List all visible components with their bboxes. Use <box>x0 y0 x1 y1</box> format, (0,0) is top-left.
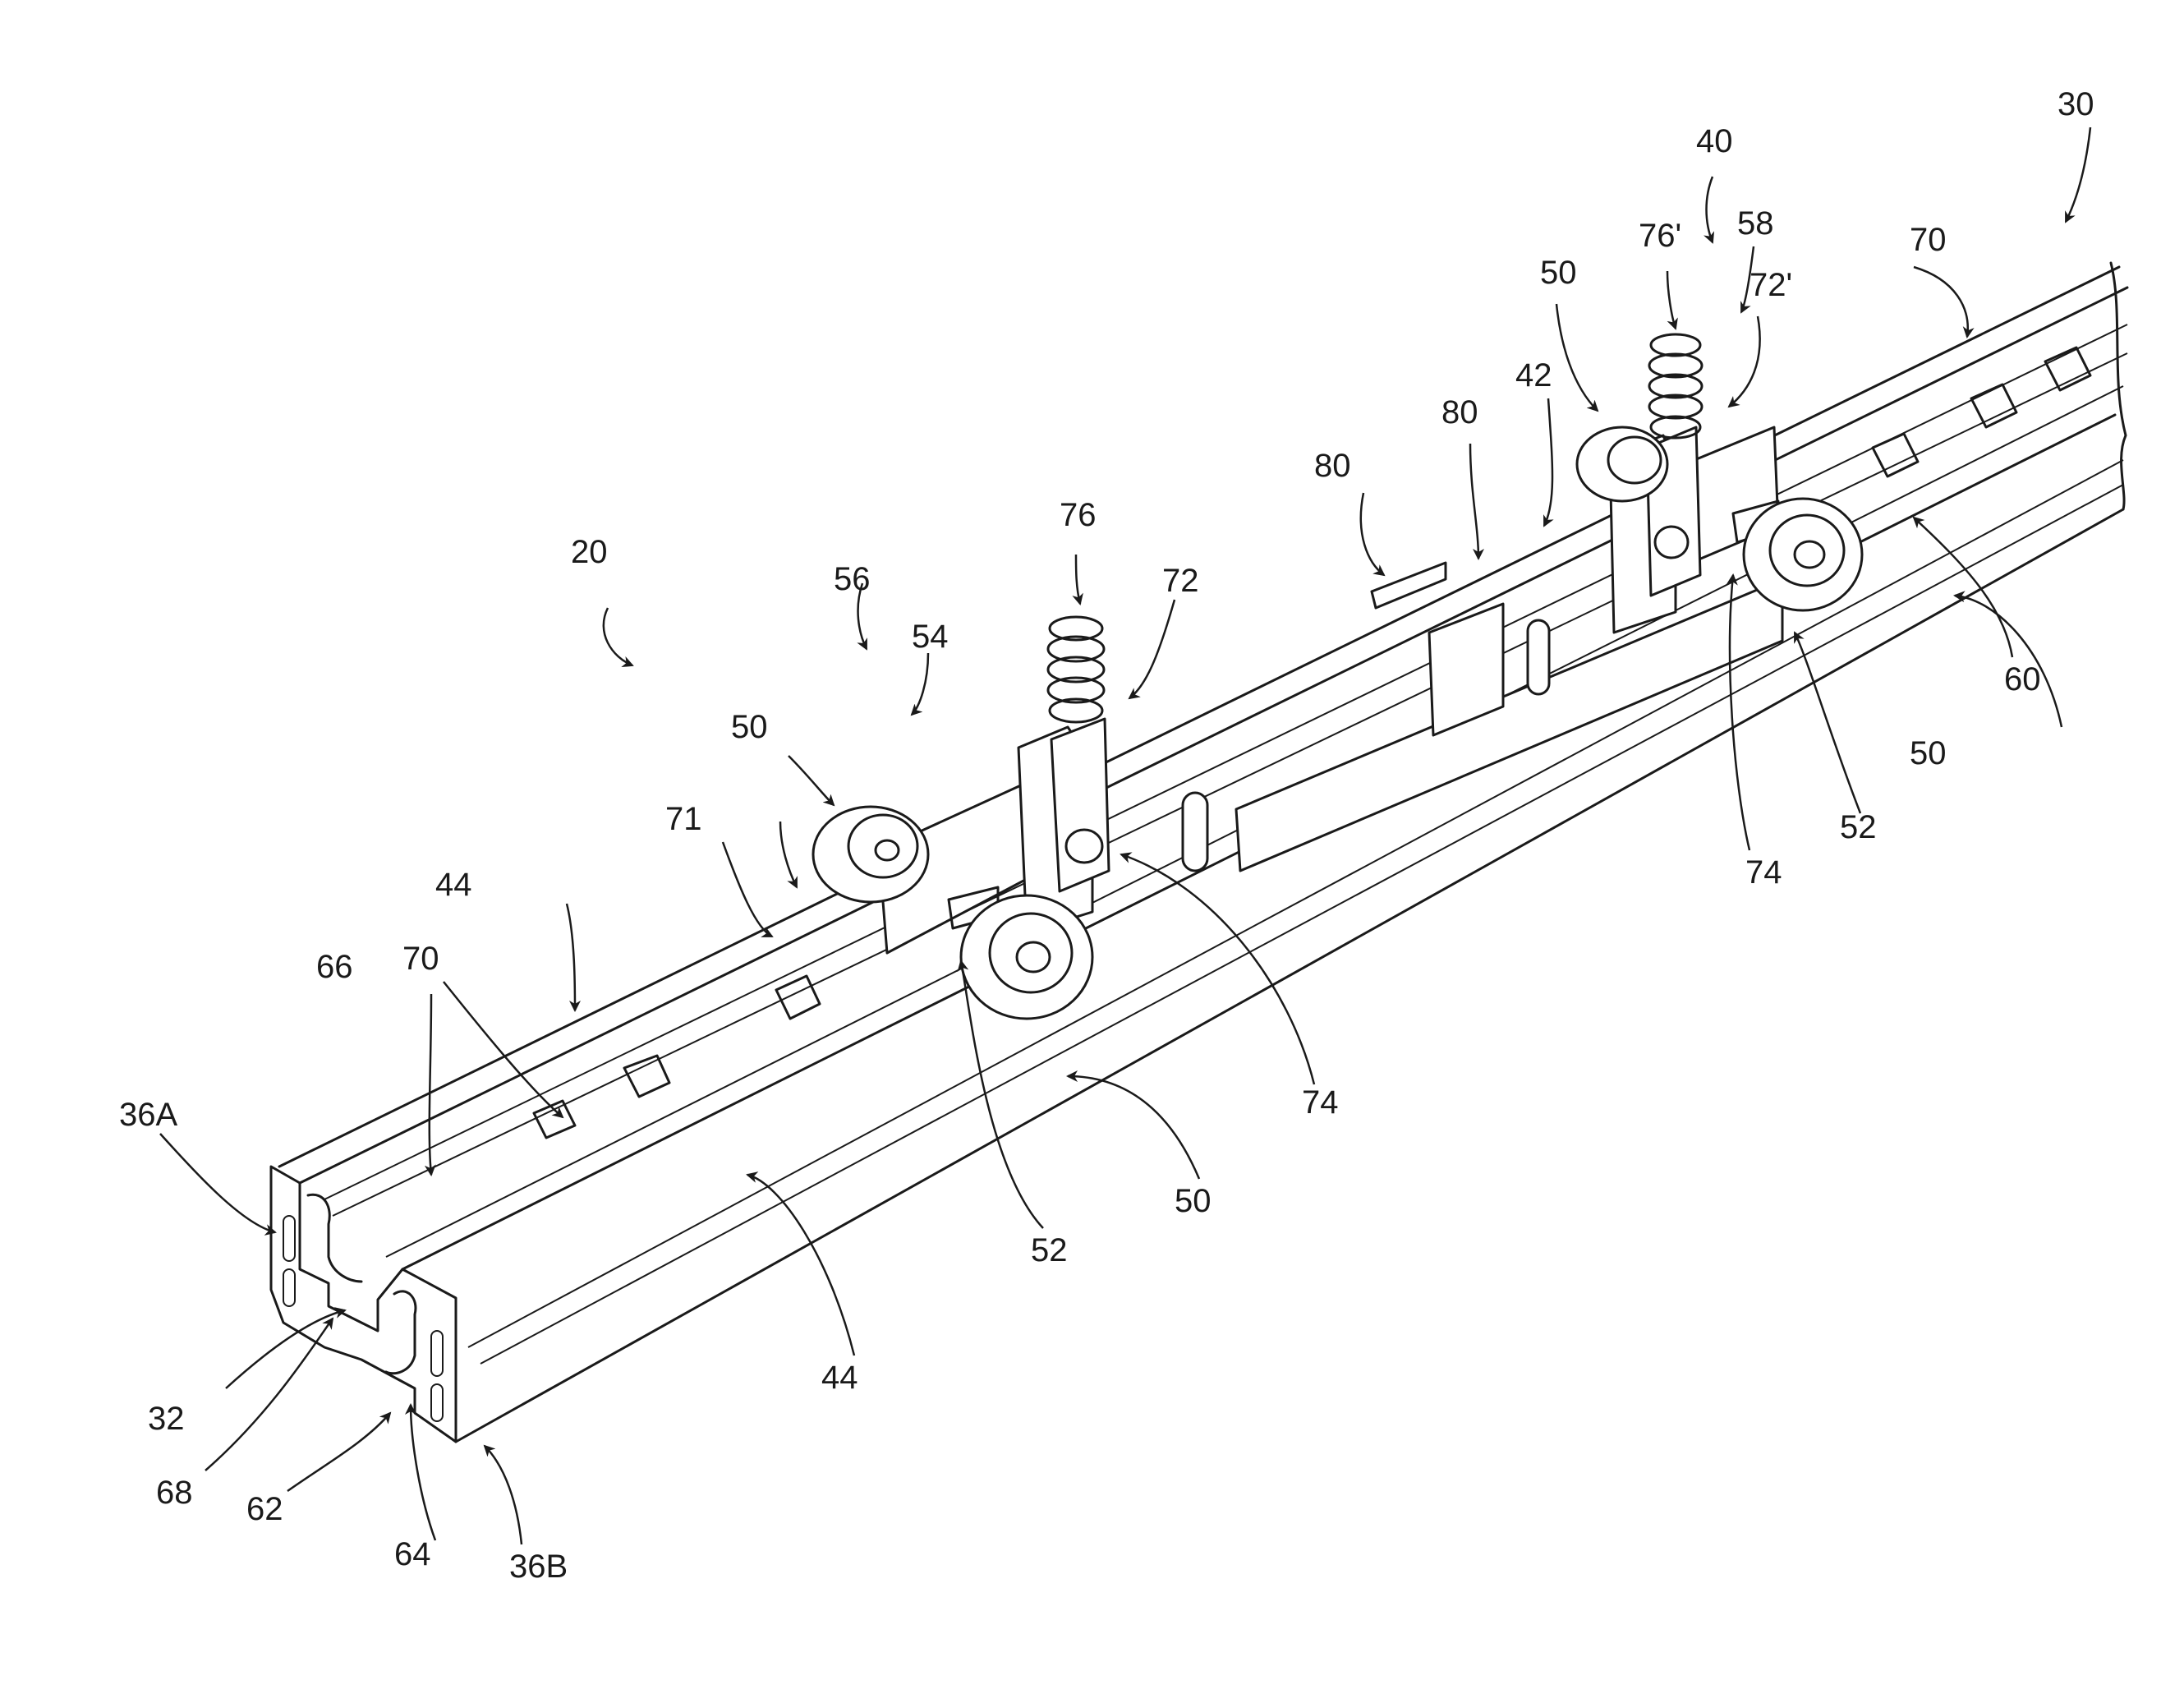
label-50-c: 50 <box>1910 735 1947 771</box>
label-62: 62 <box>246 1491 283 1527</box>
label-60: 60 <box>2004 661 2041 697</box>
label-56: 56 <box>834 561 871 597</box>
label-32: 32 <box>148 1401 185 1437</box>
label-42: 42 <box>1515 357 1552 394</box>
label-70-a: 70 <box>402 941 439 977</box>
label-76: 76 <box>1060 497 1097 533</box>
wheel-front-right <box>1744 499 1862 610</box>
label-36b: 36B <box>509 1549 568 1585</box>
label-44-a: 44 <box>435 867 472 903</box>
label-50-b: 50 <box>1540 255 1577 291</box>
label-52-b: 52 <box>1840 809 1877 845</box>
label-74-a: 74 <box>1302 1084 1339 1121</box>
label-50-a: 50 <box>731 709 768 745</box>
spring-76 <box>1048 617 1104 722</box>
label-44-b: 44 <box>821 1360 858 1396</box>
label-72prime: 72' <box>1749 267 1792 303</box>
label-36a: 36A <box>119 1097 177 1133</box>
label-58: 58 <box>1737 205 1774 242</box>
label-20: 20 <box>571 534 608 570</box>
label-70-b: 70 <box>1910 222 1947 258</box>
label-71: 71 <box>665 801 702 837</box>
label-80-a: 80 <box>1314 448 1351 484</box>
cross-section <box>271 1167 456 1442</box>
label-80-b: 80 <box>1441 394 1478 430</box>
label-76prime: 76' <box>1639 218 1681 254</box>
label-54: 54 <box>912 619 949 655</box>
wheel-rear-right <box>1577 427 1667 501</box>
carriage-left <box>813 617 1207 1019</box>
label-52-a: 52 <box>1031 1232 1068 1268</box>
wheel-rear-left <box>813 807 928 902</box>
label-30: 30 <box>2058 86 2094 122</box>
wheel-front-left <box>961 895 1092 1019</box>
spring-76prime <box>1649 334 1702 438</box>
label-72: 72 <box>1162 563 1199 599</box>
label-68: 68 <box>156 1475 193 1511</box>
label-66: 66 <box>316 949 353 985</box>
label-64: 64 <box>394 1536 431 1572</box>
label-74-b: 74 <box>1745 854 1782 891</box>
label-50-d: 50 <box>1175 1183 1212 1219</box>
label-40: 40 <box>1696 123 1733 159</box>
